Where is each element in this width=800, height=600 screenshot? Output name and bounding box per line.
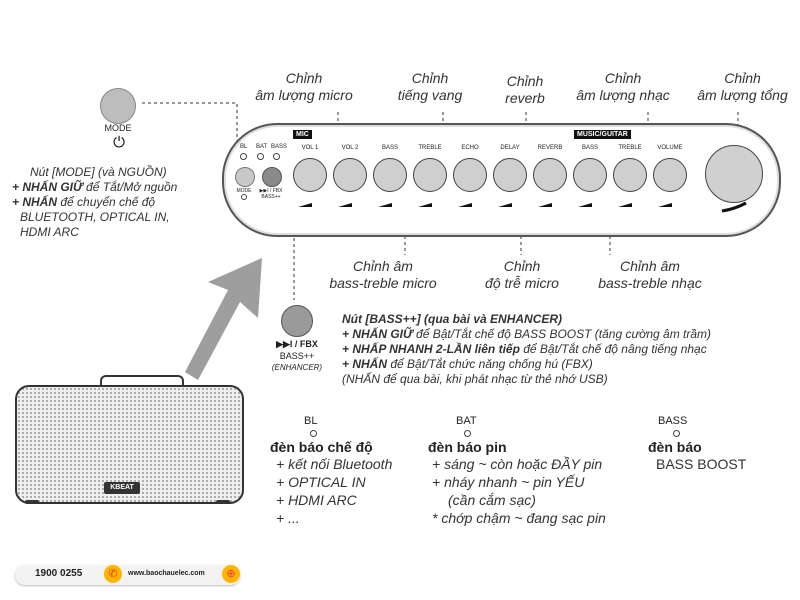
footer-phone[interactable]: 1900 0255 — [35, 568, 83, 579]
speaker-handle — [100, 375, 184, 389]
fbx-description: Nút [BASS++] (qua bài và ENHANCER) + NHẤ… — [342, 312, 712, 386]
knob-echo[interactable] — [453, 158, 487, 192]
knob-delay[interactable] — [493, 158, 527, 192]
phone-icon[interactable]: ✆ — [104, 565, 122, 583]
knob-label-mic-treble: TREBLE — [418, 145, 442, 151]
bass-led-icon — [673, 430, 680, 437]
knob-label-echo: ECHO — [461, 145, 479, 151]
mode-label: MODE — [104, 123, 132, 133]
mode-description: Nút [MODE] (và NGUỒN) + NHẤN GIỮ để Tắt/… — [12, 165, 178, 239]
footer-website[interactable]: www.baochauelec.com — [128, 570, 205, 577]
knob-reverb[interactable] — [533, 158, 567, 192]
knob-mic-treble[interactable] — [413, 158, 447, 192]
panel-bl-led — [240, 153, 247, 160]
panel-mode-label: MODE — [236, 188, 252, 194]
fbx-button-labels: ▶▶I / FBX BASS++ (ENHANCER) — [271, 339, 323, 372]
indicator-bass: BASS đèn báo BASS BOOST — [648, 415, 747, 472]
knob-label-delay: DELAY — [500, 145, 520, 151]
footer-bar — [15, 565, 240, 585]
knob-vol2[interactable] — [333, 158, 367, 192]
knob-label-music-volume: VOLUME — [657, 145, 683, 151]
speaker-foot-right — [216, 500, 230, 504]
panel-fbx-button[interactable] — [262, 167, 282, 187]
bat-led-icon — [464, 430, 471, 437]
bl-led-icon — [310, 430, 317, 437]
panel-mode-button[interactable] — [235, 167, 255, 187]
knob-label-music-bass: BASS — [581, 145, 598, 151]
knob-mic-bass[interactable] — [373, 158, 407, 192]
indicator-bl: BL đèn báo chế độ + kết nối Bluetooth + … — [270, 415, 393, 526]
level-marks — [298, 201, 747, 213]
panel-bat-led — [257, 153, 264, 160]
speaker-foot-left — [25, 500, 39, 504]
music-section-header: MUSIC/GUITAR — [574, 130, 631, 139]
fbx-button-large[interactable] — [281, 305, 313, 337]
speaker-logo: KBEAT — [104, 482, 140, 494]
mic-section-header: MIC — [293, 130, 312, 139]
knob-music-volume[interactable] — [653, 158, 687, 192]
knob-label-music-treble: TREBLE — [618, 145, 642, 151]
knob-label-vol1: VOL 1 — [301, 145, 319, 151]
indicator-bat: BAT đèn báo pin + sáng ~ còn hoặc ĐẦY pi… — [428, 415, 606, 526]
mode-button-large[interactable] — [100, 88, 136, 124]
power-icon: ⏻ — [113, 134, 125, 151]
speaker-body — [15, 385, 244, 504]
knob-label-reverb: REVERB — [537, 145, 563, 151]
knob-music-bass[interactable] — [573, 158, 607, 192]
knob-vol1[interactable] — [293, 158, 327, 192]
globe-icon[interactable]: ⊕ — [222, 565, 240, 583]
knob-music-treble[interactable] — [613, 158, 647, 192]
knob-label-vol2: VOL 2 — [341, 145, 359, 151]
mode-connector — [142, 102, 238, 148]
knob-label-mic-bass: BASS — [381, 145, 398, 151]
knob-master-volume[interactable] — [705, 145, 763, 203]
panel-bass-led — [273, 153, 280, 160]
panel-mode-led — [241, 194, 247, 200]
